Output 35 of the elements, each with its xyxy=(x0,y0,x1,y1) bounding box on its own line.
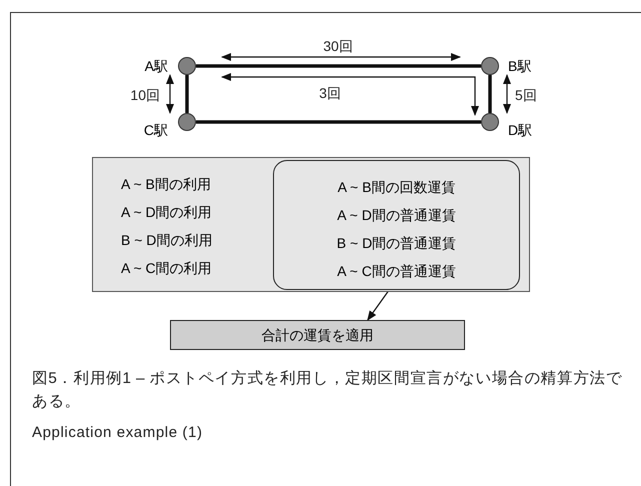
row-text: B ~ D間の普通運賃 xyxy=(336,235,458,251)
row-text: A ~ B間の利用 xyxy=(121,176,211,192)
english-caption: Application example (1) xyxy=(32,424,203,442)
row-text: B ~ D間の利用 xyxy=(121,232,212,248)
track-line xyxy=(185,75,189,113)
station-circle xyxy=(481,57,499,75)
station-circle xyxy=(178,113,196,131)
station-circle xyxy=(178,57,196,75)
row-text: A ~ D間の利用 xyxy=(121,204,212,220)
edge-label: 30回 xyxy=(322,37,354,55)
track-line xyxy=(196,120,481,124)
station-label: C駅 xyxy=(144,122,168,138)
figure-caption: 図5．利用例1 – ポストペイ方式を利用し，定期区間宣言がない場合の精算方法である。 xyxy=(32,369,624,412)
edge-label: 3回 xyxy=(318,84,342,102)
fare-panel xyxy=(92,157,530,292)
row-text: A ~ D間の普通運賃 xyxy=(336,207,457,223)
edge-label: 5回 xyxy=(515,86,537,104)
arrow xyxy=(367,290,390,321)
arrow xyxy=(503,74,511,114)
row-text: A ~ C間の普通運賃 xyxy=(336,263,457,279)
rounded-box xyxy=(273,160,520,290)
row-text: A ~ B間の回数運賃 xyxy=(336,179,456,195)
track-line xyxy=(196,64,481,68)
track-line xyxy=(488,75,492,113)
station-circle xyxy=(481,113,499,131)
arrow xyxy=(221,73,479,116)
row-text: A ~ C間の利用 xyxy=(121,260,212,276)
station-label: D駅 xyxy=(508,122,532,138)
arrow xyxy=(221,53,461,61)
box-text: 合計の運賃を適用 xyxy=(260,327,374,343)
edge-label: 10回 xyxy=(130,86,160,104)
result-box xyxy=(170,320,465,350)
station-label: B駅 xyxy=(508,58,532,74)
arrow xyxy=(166,74,174,114)
station-label: A駅 xyxy=(144,58,168,74)
